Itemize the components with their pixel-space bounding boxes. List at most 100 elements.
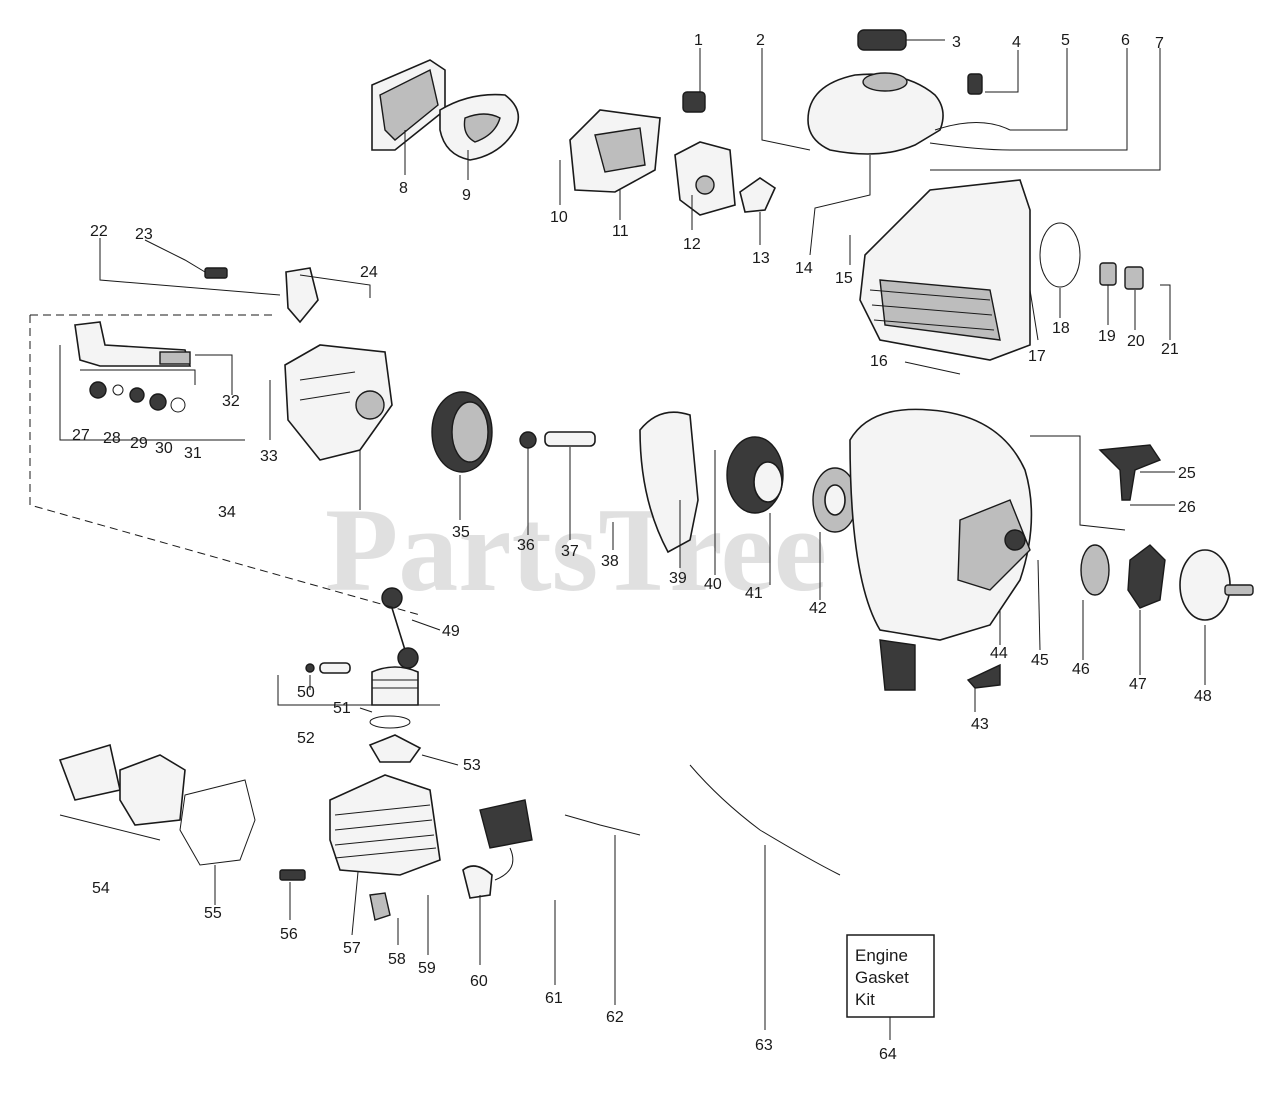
- bearing-set: [89, 381, 186, 413]
- air-deflector: [639, 411, 699, 554]
- part-number-51: 51: [333, 700, 351, 717]
- part-number-53: 53: [463, 757, 481, 774]
- part-number-30: 30: [155, 440, 173, 457]
- air-filter-cover: [371, 59, 446, 151]
- part-number-55: 55: [204, 905, 222, 922]
- part-number-35: 35: [452, 524, 470, 541]
- cylinder-gasket: [368, 734, 422, 763]
- leader-lines: [29, 39, 1206, 1040]
- kit-line-1: Engine: [855, 946, 908, 965]
- small-clip-19: [1099, 262, 1117, 286]
- starter-spring: [812, 467, 858, 533]
- part-number-52: 52: [297, 730, 315, 747]
- fuel-line-upper: [934, 122, 1011, 131]
- muffler: [58, 743, 186, 826]
- part-number-38: 38: [601, 553, 619, 570]
- piston: [371, 666, 419, 706]
- part-number-49: 49: [442, 623, 460, 640]
- part-number-7: 7: [1155, 35, 1164, 52]
- part-number-63: 63: [755, 1037, 773, 1054]
- fuel-tank: [807, 72, 944, 155]
- part-number-62: 62: [606, 1009, 624, 1026]
- piston-pin-50: [305, 662, 351, 674]
- part-number-11: 11: [612, 223, 629, 240]
- part-number-57: 57: [343, 940, 361, 957]
- drive-shaft: [74, 321, 192, 367]
- kit-line-2: Gasket: [855, 968, 909, 987]
- clutch: [1127, 544, 1166, 609]
- part-number-21: 21: [1161, 341, 1179, 358]
- fuel-pump-fitting: [682, 91, 706, 113]
- part-number-44: 44: [990, 645, 1008, 662]
- washer-36: [519, 431, 537, 449]
- part-number-16: 16: [870, 353, 888, 370]
- part-number-61: 61: [545, 990, 563, 1007]
- part-number-45: 45: [1031, 652, 1049, 669]
- part-number-60: 60: [470, 973, 488, 990]
- part-number-4: 4: [1012, 34, 1021, 51]
- carburetor-gasket: [739, 177, 777, 213]
- throttle-trigger: [285, 267, 319, 324]
- part-number-56: 56: [280, 926, 298, 943]
- kit-line-3: Kit: [855, 990, 875, 1009]
- part-number-50: 50: [297, 684, 315, 701]
- pin-37: [544, 431, 596, 447]
- ignition-cover: [966, 663, 1001, 689]
- part-number-36: 36: [517, 537, 535, 554]
- spring-56: [279, 869, 306, 881]
- part-number-5: 5: [1061, 32, 1070, 49]
- carburetor: [674, 141, 736, 216]
- part-number-33: 33: [260, 448, 278, 465]
- carburetor-bracket: [569, 109, 661, 193]
- crankcase: [284, 344, 393, 461]
- part-number-10: 10: [550, 209, 568, 226]
- part-number-43: 43: [971, 716, 989, 733]
- part-number-1: 1: [694, 32, 703, 49]
- spark-plug: [369, 892, 391, 921]
- part-number-27: 27: [72, 427, 90, 444]
- part-number-40: 40: [704, 576, 722, 593]
- part-number-23: 23: [135, 226, 153, 243]
- part-number-29: 29: [130, 435, 148, 452]
- part-number-14: 14: [795, 260, 813, 277]
- fuel-filter: [967, 73, 983, 95]
- clutch-drum: [1179, 549, 1254, 621]
- part-number-41: 41: [745, 585, 763, 602]
- washer-46: [1080, 544, 1110, 596]
- part-number-39: 39: [669, 570, 687, 587]
- starter-pulley: [726, 436, 784, 514]
- part-number-54: 54: [92, 880, 110, 897]
- cylinder: [329, 774, 441, 876]
- part-number-6: 6: [1121, 32, 1130, 49]
- connecting-rod: [381, 587, 419, 669]
- part-number-37: 37: [561, 543, 579, 560]
- part-number-47: 47: [1129, 676, 1147, 693]
- part-number-32: 32: [222, 393, 240, 410]
- part-number-34: 34: [218, 504, 236, 521]
- part-number-9: 9: [462, 187, 471, 204]
- part-number-13: 13: [752, 250, 770, 267]
- throttle-cable-spring: [564, 814, 641, 836]
- part-number-3: 3: [952, 34, 961, 51]
- part-number-20: 20: [1127, 333, 1145, 350]
- fuel-cap: [857, 29, 907, 51]
- part-number-28: 28: [103, 430, 121, 447]
- part-number-26: 26: [1178, 499, 1196, 516]
- part-number-8: 8: [399, 180, 408, 197]
- part-number-59: 59: [418, 960, 436, 977]
- engine-housing: [859, 179, 1031, 361]
- part-number-22: 22: [90, 223, 108, 240]
- part-number-31: 31: [184, 445, 202, 462]
- part-number-17: 17: [1028, 348, 1046, 365]
- part-number-46: 46: [1072, 661, 1090, 678]
- part-number-12: 12: [683, 236, 701, 253]
- ignition-module: [462, 799, 533, 899]
- part-number-18: 18: [1052, 320, 1070, 337]
- starter-housing: [849, 408, 1033, 691]
- engine-gasket-kit-box: Engine Gasket Kit: [846, 934, 935, 1018]
- part-number-58: 58: [388, 951, 406, 968]
- part-number-25: 25: [1178, 465, 1196, 482]
- part-number-15: 15: [835, 270, 853, 287]
- part-labels: 1 2 3 4 5 6 7 8 9 10 11 12 13 14 15 16 1…: [72, 32, 1212, 1063]
